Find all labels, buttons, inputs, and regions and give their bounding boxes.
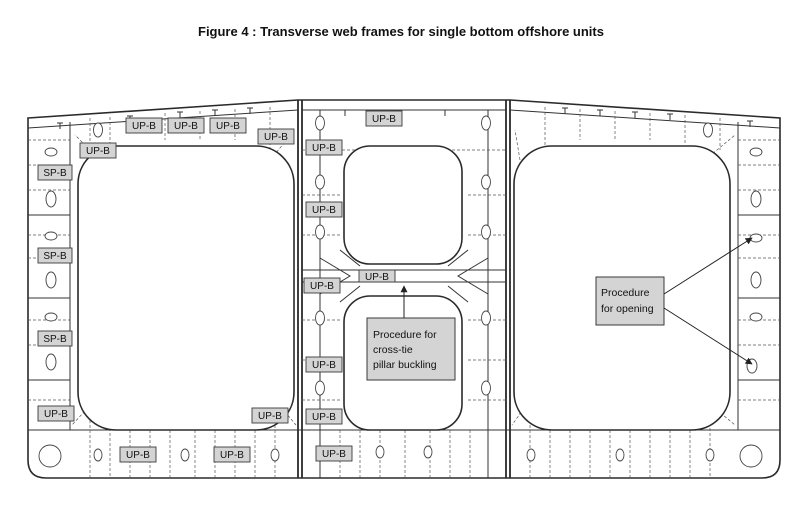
svg-text:cross-tie: cross-tie: [373, 344, 413, 356]
opening-arrow-lower: [663, 307, 753, 365]
svg-text:UP-B: UP-B: [365, 272, 389, 283]
svg-text:UP-B: UP-B: [86, 146, 110, 157]
svg-text:UP-B: UP-B: [264, 132, 288, 143]
callout-pillar-buckling: Procedure for cross-tie pillar buckling: [366, 285, 456, 381]
label-up-b: UP-B: [305, 139, 343, 156]
svg-text:Procedure: Procedure: [601, 287, 650, 299]
lightening-holes: [38, 115, 763, 468]
label-up-b: UP-B: [209, 117, 247, 134]
opening-arrow-upper: [663, 237, 753, 295]
panel-labels: UP-B UP-B UP-B UP-B UP-B UP-B UP-B UP-B …: [37, 110, 403, 463]
label-up-b: UP-B: [37, 405, 75, 422]
callout-opening: Procedure for opening: [595, 237, 753, 365]
label-up-b: UP-B: [365, 110, 403, 127]
label-up-b: UP-B: [315, 445, 353, 462]
label-up-b: UP-B: [167, 117, 205, 134]
svg-text:UP-B: UP-B: [312, 143, 336, 154]
svg-text:UP-B: UP-B: [258, 411, 282, 422]
svg-text:pillar buckling: pillar buckling: [373, 359, 437, 371]
svg-text:UP-B: UP-B: [312, 412, 336, 423]
label-up-b: UP-B: [257, 128, 295, 145]
label-up-b: UP-B: [79, 142, 117, 159]
svg-text:UP-B: UP-B: [126, 450, 150, 461]
figure-title: Figure 4 : Transverse web frames for sin…: [198, 24, 604, 39]
label-up-b: UP-B: [303, 277, 341, 294]
label-up-b: UP-B: [125, 117, 163, 134]
svg-text:SP-B: SP-B: [43, 251, 67, 262]
svg-text:UP-B: UP-B: [216, 121, 240, 132]
svg-text:UP-B: UP-B: [44, 409, 68, 420]
label-sp-b: SP-B: [37, 330, 73, 347]
svg-text:UP-B: UP-B: [220, 450, 244, 461]
label-sp-b: SP-B: [37, 247, 73, 264]
svg-text:UP-B: UP-B: [322, 449, 346, 460]
svg-text:UP-B: UP-B: [312, 360, 336, 371]
label-up-b: UP-B: [213, 446, 251, 463]
label-up-b: UP-B: [305, 408, 343, 425]
port-tank: [77, 145, 295, 431]
svg-text:for opening: for opening: [601, 303, 654, 315]
label-up-b: UP-B: [251, 407, 289, 424]
svg-text:UP-B: UP-B: [312, 205, 336, 216]
svg-text:UP-B: UP-B: [310, 281, 334, 292]
svg-text:Procedure for: Procedure for: [373, 329, 437, 341]
upper-centre-tank: [343, 145, 463, 265]
label-up-b: UP-B: [119, 446, 157, 463]
label-up-b: UP-B: [358, 269, 396, 283]
svg-text:SP-B: SP-B: [43, 334, 67, 345]
label-sp-b: SP-B: [37, 164, 73, 181]
svg-text:UP-B: UP-B: [174, 121, 198, 132]
svg-text:UP-B: UP-B: [372, 114, 396, 125]
label-up-b: UP-B: [305, 201, 343, 218]
svg-text:SP-B: SP-B: [43, 168, 67, 179]
label-up-b: UP-B: [305, 356, 343, 373]
svg-text:UP-B: UP-B: [132, 121, 156, 132]
